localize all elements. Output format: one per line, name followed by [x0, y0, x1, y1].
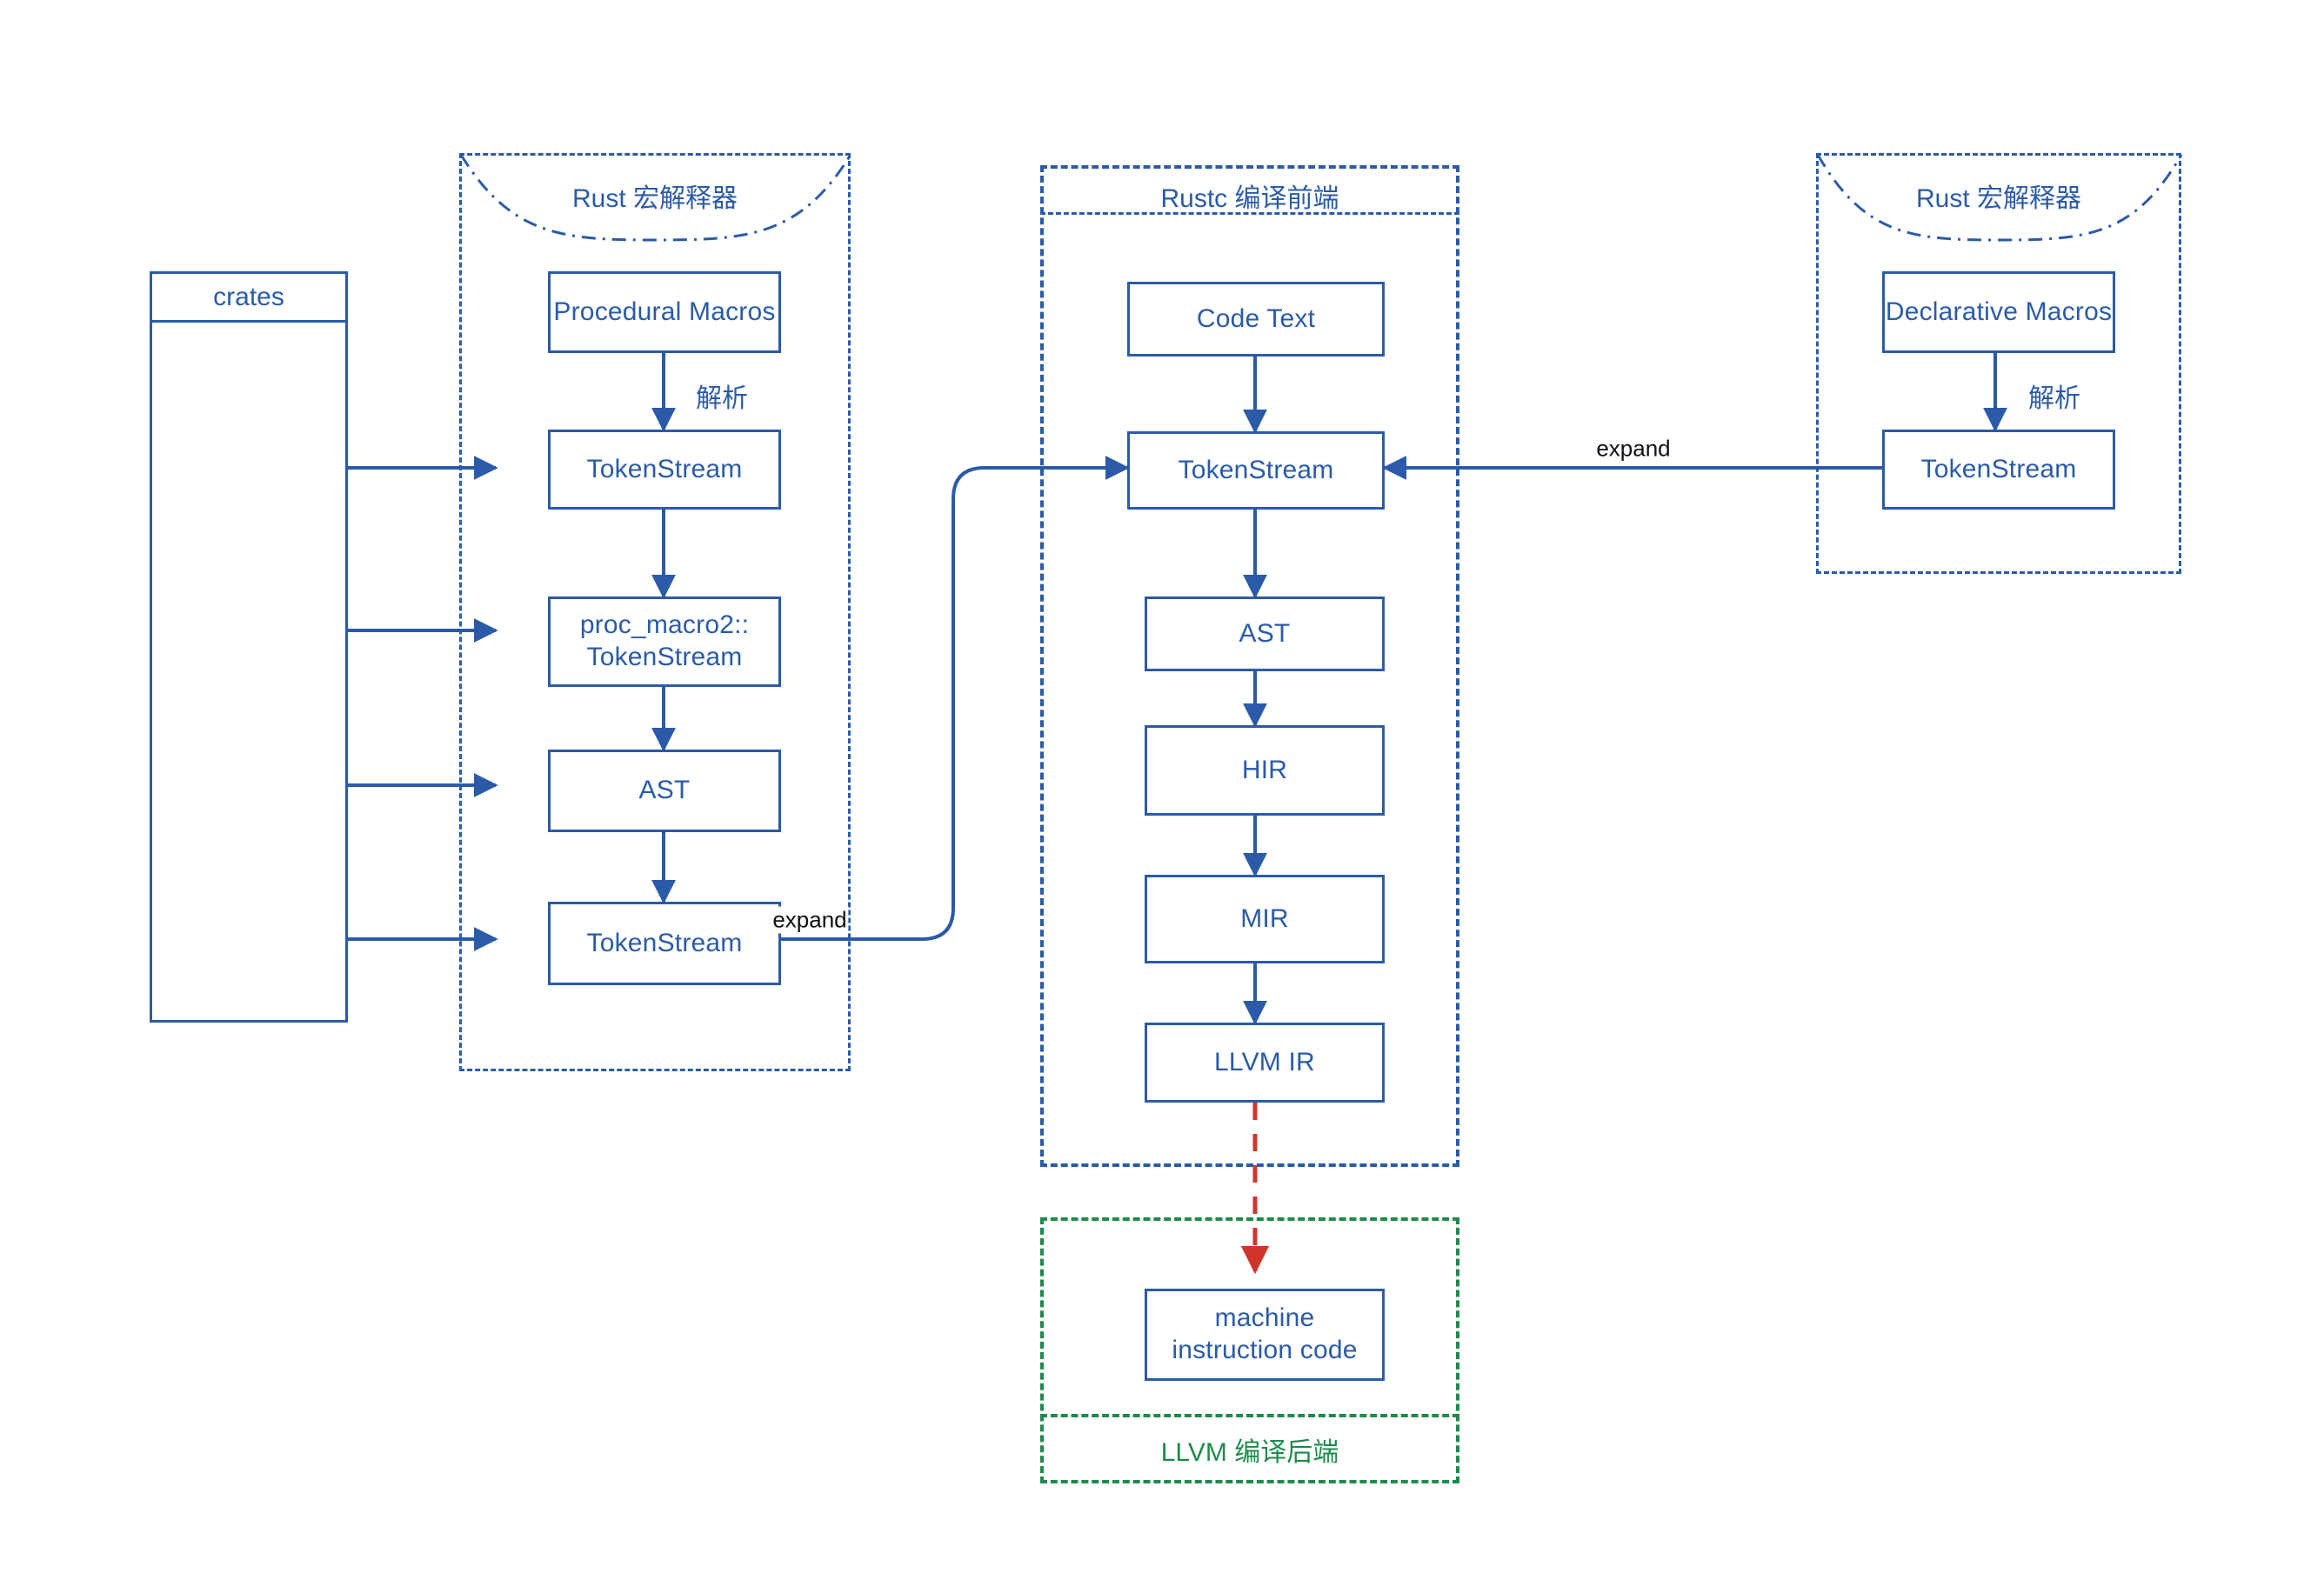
- node-proc-tokenstream-1[interactable]: TokenStream: [548, 430, 781, 510]
- node-rustc-hir[interactable]: HIR: [1145, 725, 1385, 816]
- edge-label-decl-expand: expand: [1594, 435, 1673, 463]
- node-rustc-llvm-ir[interactable]: LLVM IR: [1145, 1023, 1385, 1103]
- group-decl-macro-interpreter: [1816, 153, 2181, 574]
- node-proc-ast[interactable]: AST: [548, 750, 781, 832]
- edge-label-decl-parse: 解析: [2028, 384, 2080, 413]
- edge-label-proc-expand: expand: [771, 906, 849, 934]
- edge-label-proc-parse: 解析: [696, 384, 748, 413]
- group-proc-macro-title: Rust 宏解释器: [571, 184, 738, 213]
- group-decl-macro-title: Rust 宏解释器: [1915, 184, 2082, 213]
- node-proc-macro2-tokenstream[interactable]: proc_macro2:: TokenStream: [548, 597, 781, 687]
- crates-header: crates: [152, 274, 345, 323]
- node-procedural-macros[interactable]: Procedural Macros: [548, 271, 781, 353]
- node-rustc-ast[interactable]: AST: [1145, 597, 1385, 671]
- node-proc-tokenstream-2[interactable]: TokenStream: [548, 902, 781, 985]
- group-llvm-backend-title: LLVM 编译后端: [1160, 1438, 1339, 1467]
- group-rustc-frontend-divider: [1040, 212, 1459, 215]
- crates-box: crates: [150, 271, 348, 1023]
- node-code-text[interactable]: Code Text: [1127, 282, 1385, 357]
- node-decl-tokenstream[interactable]: TokenStream: [1882, 430, 2115, 510]
- group-llvm-backend-divider: [1040, 1414, 1459, 1417]
- node-rustc-mir[interactable]: MIR: [1145, 875, 1385, 963]
- node-declarative-macros[interactable]: Declarative Macros: [1882, 271, 2115, 353]
- group-rustc-frontend-title: Rustc 编译前端: [1160, 184, 1339, 213]
- node-rustc-tokenstream[interactable]: TokenStream: [1127, 431, 1385, 510]
- node-machine-instruction-code[interactable]: machine instruction code: [1145, 1289, 1385, 1381]
- group-llvm-backend: [1040, 1217, 1459, 1483]
